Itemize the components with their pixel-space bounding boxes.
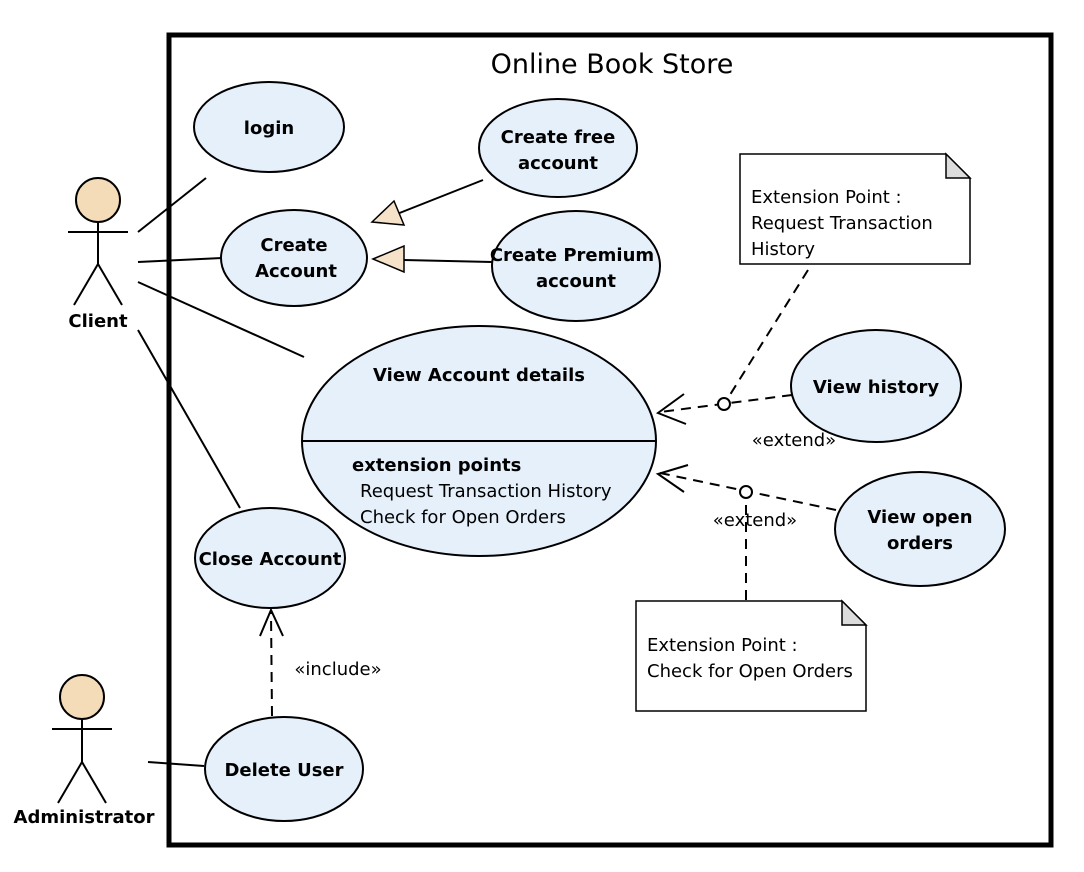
assoc-client-view-account: [137, 281, 305, 358]
actor-administrator-left-leg: [57, 761, 83, 804]
note-open-orders: Extension Point : Check for Open Orders: [635, 599, 868, 712]
usecase-create-account[interactable]: Create Account: [220, 209, 368, 307]
usecase-login-label: login: [244, 118, 294, 139]
usecase-create-free-account-line2: account: [518, 153, 598, 174]
usecase-create-account-line2: Account: [255, 261, 337, 282]
extension-point-marker: [717, 397, 731, 411]
gen-free-line: [396, 179, 484, 215]
note-transaction-history-anchor: [727, 269, 809, 399]
actor-client[interactable]: Client: [68, 177, 128, 332]
system-boundary: [166, 32, 1054, 848]
actor-client-left-leg: [73, 263, 99, 306]
note-transaction-history-line3: History: [751, 239, 815, 260]
note-transaction-history: Extension Point : Request Transaction Hi…: [739, 152, 972, 265]
usecase-create-premium-account-line1: Create Premium: [490, 245, 654, 266]
usecase-create-free-account[interactable]: Create free account: [478, 98, 638, 198]
actor-client-head: [75, 177, 121, 223]
gen-premium-arrowhead: [371, 244, 405, 274]
extend-history-label: «extend»: [752, 430, 836, 451]
assoc-client-login: [137, 177, 207, 233]
assoc-admin-delete-user: [147, 761, 205, 767]
actor-administrator[interactable]: Administrator: [14, 674, 155, 828]
assoc-client-close-account: [137, 329, 241, 509]
usecase-create-premium-account[interactable]: Create Premium account: [490, 210, 661, 322]
extension-point-item: Request Transaction History: [360, 481, 612, 502]
note-transaction-history-line2: Request Transaction: [751, 213, 933, 234]
usecase-close-account[interactable]: Close Account: [194, 507, 346, 609]
usecase-view-history-label: View history: [813, 377, 939, 398]
extension-points-heading: extension points: [352, 455, 521, 476]
usecase-login[interactable]: login: [193, 81, 345, 173]
actor-client-right-leg: [97, 263, 123, 306]
usecase-close-account-label: Close Account: [199, 549, 342, 570]
usecase-create-free-account-line1: Create free: [501, 127, 616, 148]
include-arrowhead: [259, 607, 284, 637]
include-line: [270, 611, 273, 717]
actor-client-label: Client: [68, 311, 128, 332]
usecase-view-open-orders-line1: View open: [867, 507, 972, 528]
extension-point-item: Check for Open Orders: [360, 507, 566, 528]
usecase-view-account-details-title: View Account details: [373, 365, 585, 386]
usecase-create-premium-account-line2: account: [536, 271, 616, 292]
include-label: «include»: [294, 659, 381, 680]
usecase-delete-user[interactable]: Delete User: [204, 716, 364, 822]
actor-administrator-right-leg: [81, 761, 107, 804]
actor-administrator-head: [59, 674, 105, 720]
note-transaction-history-line1: Extension Point :: [751, 187, 902, 208]
usecase-view-open-orders-line2: orders: [887, 533, 953, 554]
usecase-create-account-line1: Create: [260, 235, 327, 256]
usecase-view-account-details[interactable]: View Account details extension points Re…: [301, 325, 657, 557]
extend-orders-arrowhead: [655, 464, 689, 493]
usecase-view-open-orders[interactable]: View open orders: [834, 471, 1006, 587]
actor-administrator-label: Administrator: [14, 807, 155, 828]
gen-premium-line: [403, 259, 493, 263]
note-open-orders-line1: Extension Point :: [647, 635, 798, 656]
usecase-view-history[interactable]: View history: [790, 329, 962, 443]
extension-point-marker: [739, 485, 753, 499]
usecase-delete-user-label: Delete User: [224, 760, 343, 781]
extend-history-arrowhead: [655, 393, 687, 425]
assoc-client-create-account: [137, 257, 223, 263]
gen-free-arrowhead: [370, 199, 406, 226]
system-title: Online Book Store: [491, 49, 734, 80]
extend-orders-label: «extend»: [713, 510, 797, 531]
extend-history-line: [659, 394, 793, 413]
note-open-orders-line2: Check for Open Orders: [647, 661, 853, 682]
